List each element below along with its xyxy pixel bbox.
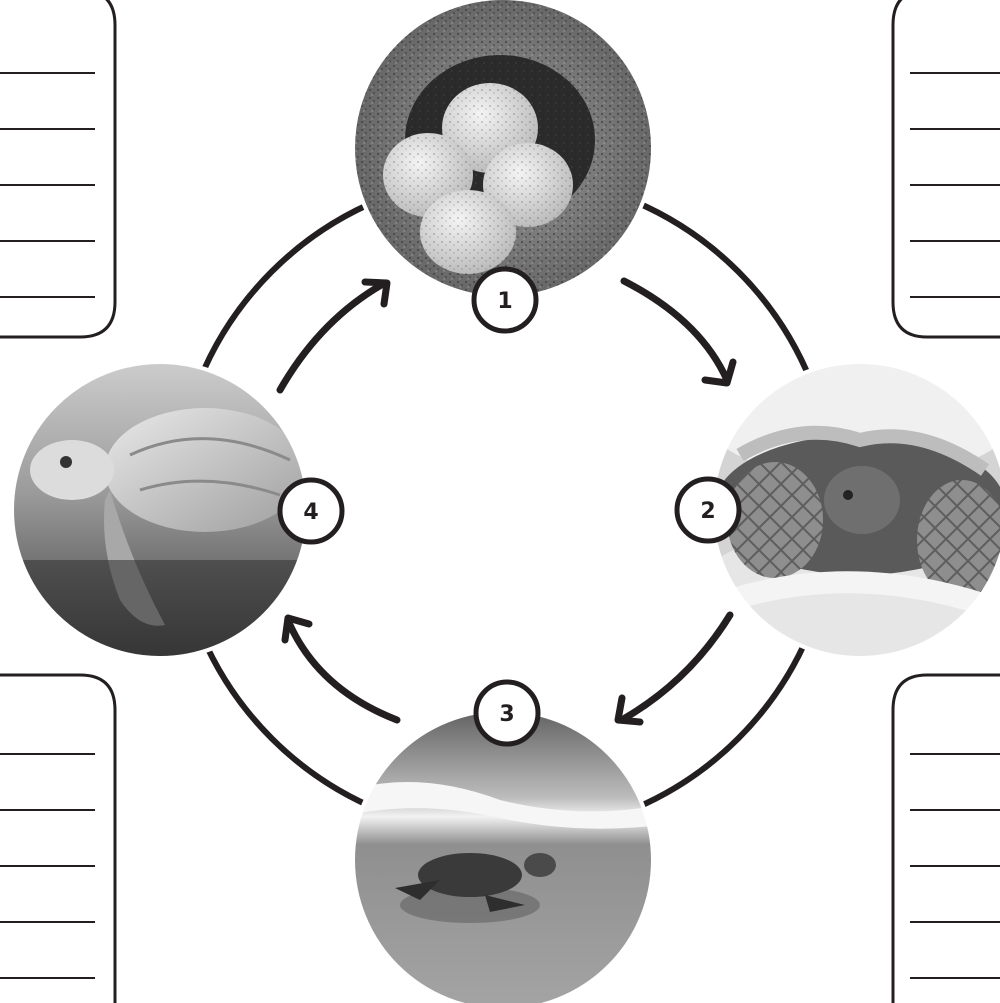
hatchling-head <box>824 466 900 534</box>
adult-turtle-shell <box>105 408 305 532</box>
hatchling-shell <box>418 853 522 897</box>
arrow-3-to-4 <box>290 625 397 720</box>
note-box-frame <box>893 0 1000 337</box>
arrow-4-to-1 <box>280 284 383 390</box>
stage-3-number: 3 <box>499 702 514 727</box>
stage-2-number: 2 <box>700 499 715 524</box>
stage-4-number: 4 <box>303 500 318 525</box>
stage-2-badge: 2 <box>677 479 739 541</box>
stage-4-photo <box>5 355 315 665</box>
stage-4-badge: 4 <box>280 480 342 542</box>
cycle-arrows <box>280 281 733 722</box>
note-box-top-right[interactable] <box>893 0 1000 337</box>
note-box-frame <box>0 0 115 337</box>
arrow-1-to-2 <box>624 281 727 380</box>
stage-3-photo <box>350 705 660 1003</box>
note-box-top-left[interactable] <box>0 0 115 337</box>
note-box-bottom-right[interactable] <box>893 675 1000 1003</box>
arrow-2-to-3 <box>625 615 730 718</box>
stage-1-number: 1 <box>497 289 512 314</box>
note-box-frame <box>0 675 115 1003</box>
adult-turtle-head <box>30 440 114 500</box>
note-box-bottom-left[interactable] <box>0 675 115 1003</box>
stage-1-badge: 1 <box>474 269 536 331</box>
stage-3-badge: 3 <box>476 682 538 744</box>
note-box-frame <box>893 675 1000 1003</box>
